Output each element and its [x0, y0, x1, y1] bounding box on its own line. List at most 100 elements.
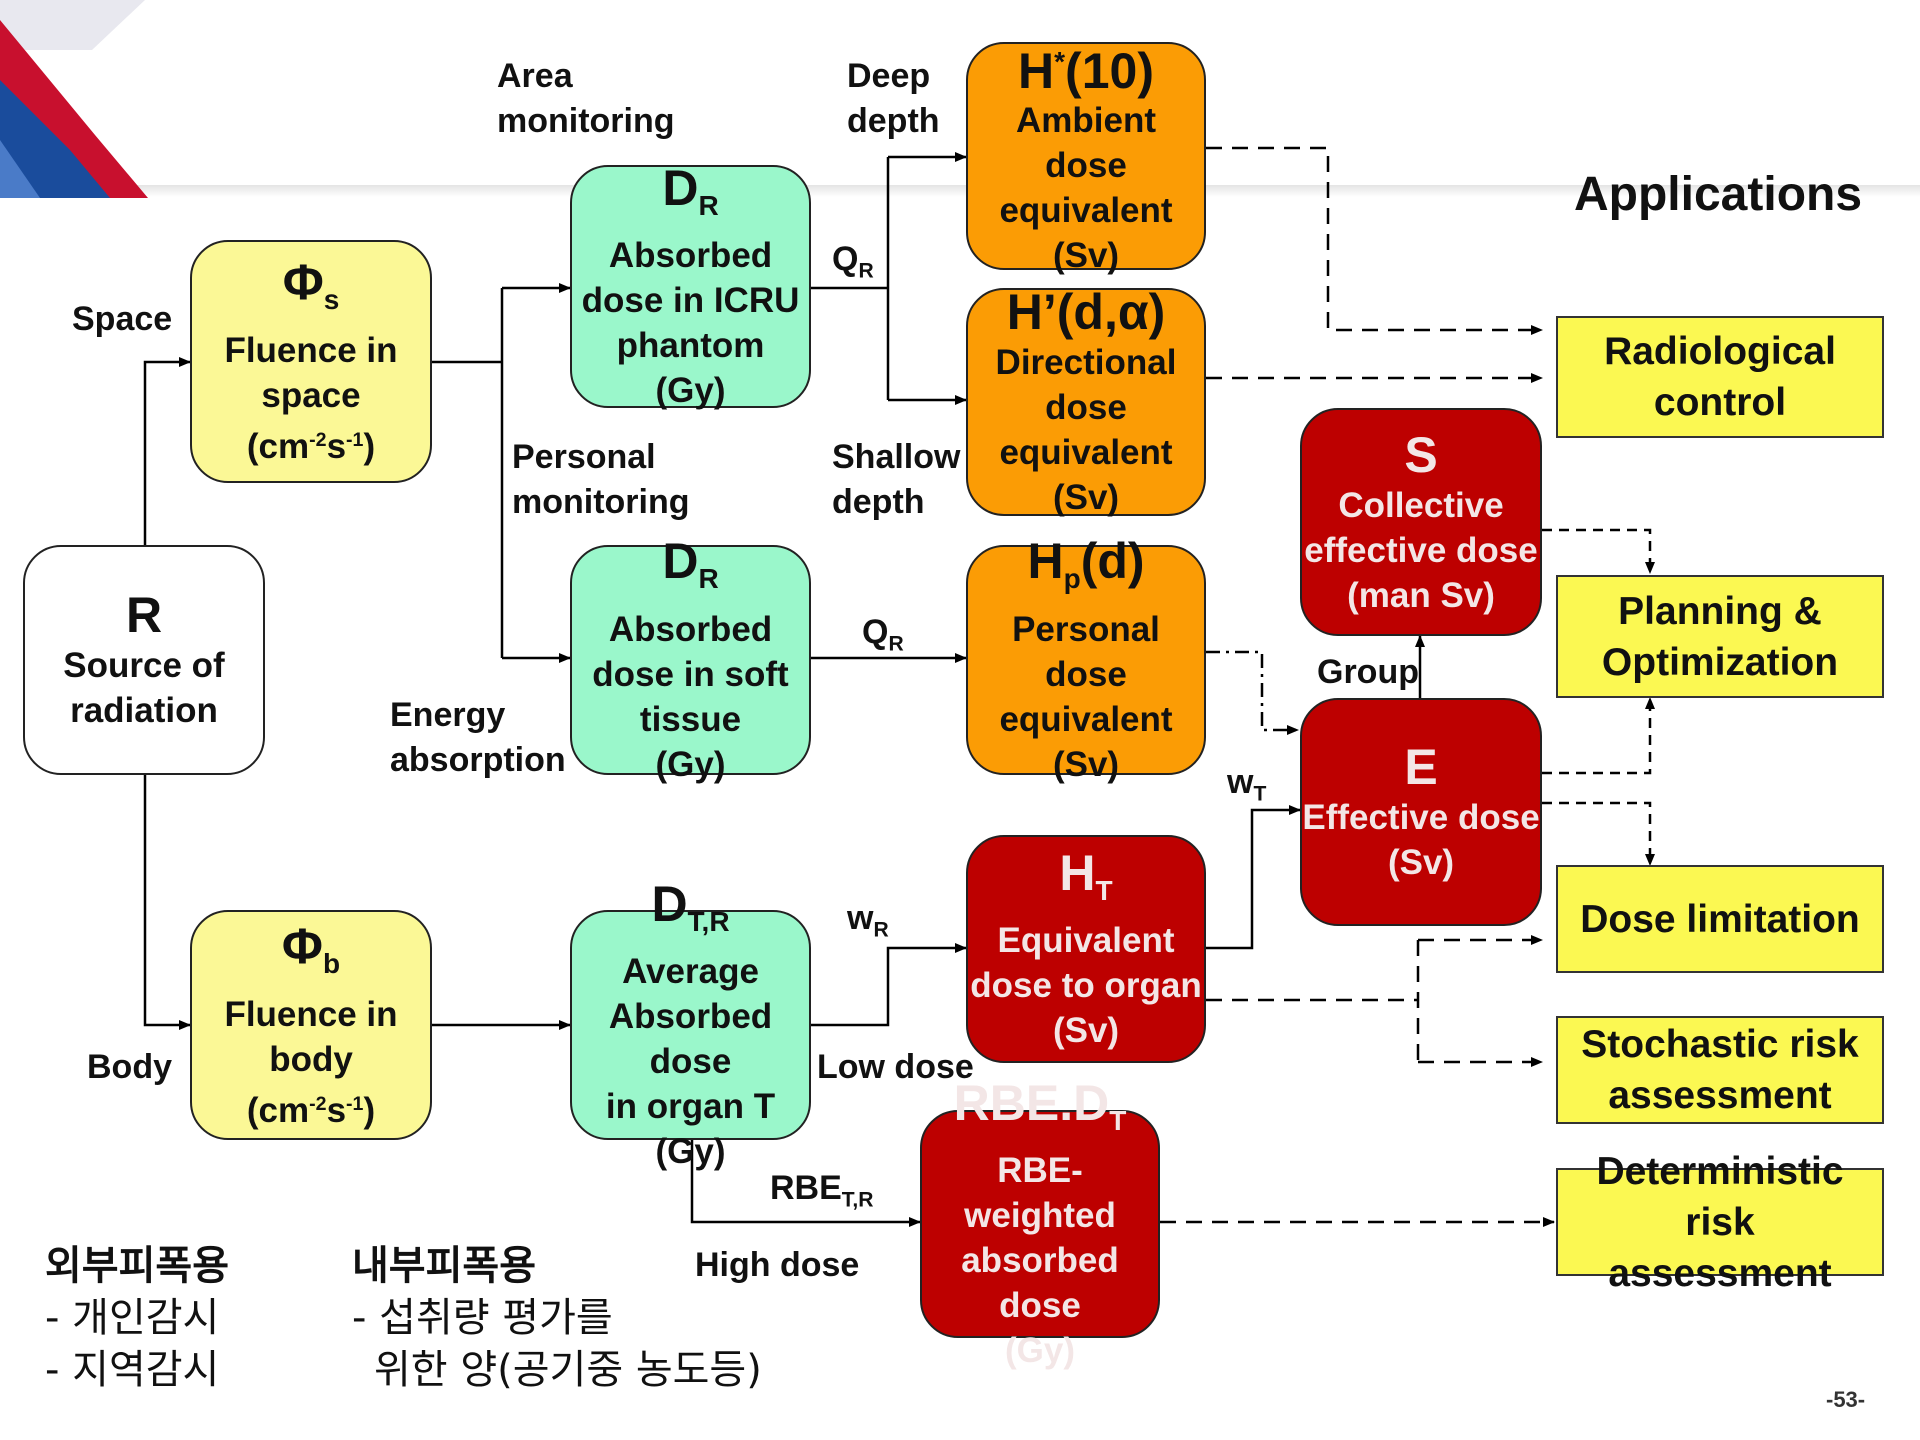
node-desc-line: absorbed dose	[961, 1241, 1119, 1326]
node-unit: (cm-2s-1)	[247, 1082, 375, 1133]
label-subscript: R	[888, 632, 904, 656]
phi-subscript: s	[323, 284, 340, 316]
label-area-monitoring: Area monitoring	[497, 54, 675, 144]
quantity-argument: (10)	[1065, 42, 1154, 99]
node-desc-line: Fluence in	[224, 994, 398, 1034]
quantity-subscript: T	[1109, 1104, 1127, 1136]
label-symbol: Q	[832, 240, 859, 278]
node-unit: (Gy)	[655, 744, 726, 784]
edge-e-to-planning	[1542, 697, 1655, 775]
node-desc-line: Fluence in	[224, 331, 398, 371]
label-energy-absorption: Energy absorption	[390, 693, 566, 783]
node-fluence-in-body: Φb Fluence in body (cm-2s-1)	[190, 910, 432, 1140]
quantity-symbol: RBE.D	[953, 1074, 1110, 1131]
node-desc-line: Ambient	[1016, 101, 1156, 141]
label-wt: wT	[1227, 760, 1266, 816]
edge-r-to-space	[143, 357, 191, 545]
node-desc-line: in organ T	[605, 1087, 776, 1127]
edge-h10-to-radiological	[1206, 146, 1543, 335]
node-rbe-weighted-absorbed-dose: RBE.DT RBE-weighted absorbed dose (Gy)	[920, 1075, 1160, 1370]
node-desc-line: Equivalent	[997, 921, 1175, 961]
node-ambient-dose-equivalent: H*(10) Ambient dose equivalent (Sv)	[966, 42, 1206, 275]
label-symbol: RBE	[770, 1169, 842, 1207]
node-average-absorbed-dose-organ: DT,R Average Absorbed dose in organ T (G…	[570, 876, 811, 1171]
label-line: Deep	[847, 57, 931, 95]
node-symbol: R	[125, 587, 163, 643]
label-subscript: T	[1253, 782, 1267, 806]
node-desc-line: dose equivalent	[999, 146, 1173, 231]
unit-part: )	[363, 426, 376, 466]
node-desc-line: Collective	[1338, 485, 1504, 525]
page-number: -53-	[1826, 1387, 1866, 1412]
edge-to-ht	[811, 943, 967, 1027]
phi-symbol: Φ	[281, 917, 323, 974]
node-absorbed-dose-icru: DR Absorbed dose in ICRU phantom (Gy)	[570, 160, 811, 410]
edge-ht-to-e	[1206, 805, 1301, 950]
quantity-subscript: T	[1095, 874, 1113, 906]
node-unit: (Sv)	[1052, 236, 1120, 276]
label-wr: wR	[847, 896, 889, 952]
app-label-line: Planning &	[1618, 589, 1822, 633]
dose-subscript: T,R	[687, 905, 730, 937]
node-unit: (man Sv)	[1347, 575, 1495, 615]
edge-to-rbe	[690, 1140, 921, 1227]
app-label-line: Dose limitation	[1580, 897, 1860, 941]
edge-hp-to-e	[1206, 650, 1299, 735]
app-label-line: Stochastic risk	[1581, 1023, 1859, 1066]
label-low-dose: Low dose	[817, 1048, 974, 1086]
unit-exponent: -1	[346, 429, 364, 452]
note-internal-exposure: 내부피폭용 - 섭취량 평가를 위한 양(공기중 농도등)	[352, 1240, 762, 1396]
node-unit: (Gy)	[655, 371, 726, 411]
label-symbol: w	[1227, 763, 1254, 801]
corner-logo	[0, 0, 1920, 198]
quantity-symbol: H	[1018, 42, 1055, 99]
label-qr-upper: QR	[832, 237, 874, 293]
node-desc-line: dose to organ	[970, 966, 1202, 1006]
note-external-exposure: 외부피폭용 - 개인감시 - 지역감시	[45, 1240, 229, 1396]
node-desc-line: dose in soft	[592, 654, 789, 694]
note-line: - 개인감시	[45, 1295, 220, 1341]
dose-subscript: R	[698, 189, 719, 221]
note-line: 위한 양(공기중 농도등)	[374, 1347, 762, 1393]
node-unit: (Gy)	[655, 1132, 726, 1172]
node-desc-line: tissue	[639, 699, 742, 739]
node-symbol: Φs	[283, 254, 340, 328]
unit-part: s	[326, 1090, 347, 1130]
node-directional-dose-equivalent: H’(d,α) Directional dose equivalent (Sv)	[966, 284, 1206, 517]
dose-symbol: D	[662, 533, 699, 590]
header-shadow	[0, 185, 1920, 197]
app-label-line: Deterministic risk	[1596, 1149, 1844, 1244]
node-source-of-radiation: R Source of radiation	[23, 545, 265, 775]
corner-grey-shape	[0, 0, 145, 50]
label-personal-monitoring: Personal monitoring	[512, 435, 690, 525]
node-personal-dose-equivalent: Hp(d) Personal dose equivalent (Sv)	[966, 533, 1206, 784]
note-line: - 지역감시	[45, 1347, 220, 1393]
quantity-argument: (d)	[1080, 533, 1145, 590]
node-symbol: H’(d,α)	[1006, 284, 1166, 340]
label-line: Energy	[390, 696, 506, 734]
node-unit: (cm-2s-1)	[247, 418, 375, 469]
node-symbol: Hp(d)	[1027, 533, 1144, 607]
label-body: Body	[87, 1048, 172, 1086]
node-desc-line: Absorbed dose	[608, 997, 773, 1082]
node-absorbed-dose-soft-tissue: DR Absorbed dose in soft tissue (Gy)	[570, 533, 811, 784]
label-line: Area	[497, 57, 573, 95]
label-line: Personal	[512, 438, 656, 476]
label-rbe-tr: RBET,R	[770, 1166, 873, 1222]
node-desc-line: Effective dose	[1302, 798, 1540, 837]
node-symbol: RBE.DT	[954, 1075, 1127, 1149]
node-unit: (Sv)	[1387, 843, 1455, 882]
node-desc-line: dose equivalent	[999, 388, 1173, 472]
app-planning-optimization: Planning & Optimization	[1556, 575, 1884, 698]
app-radiological-control: Radiological control	[1556, 316, 1884, 438]
node-symbol: DT,R	[651, 876, 729, 950]
edge-e-to-dose-limitation	[1542, 801, 1655, 866]
node-desc-line: Source of	[63, 646, 225, 685]
note-line: - 섭취량 평가를	[352, 1295, 613, 1341]
label-line: absorption	[390, 741, 566, 779]
node-unit: (Sv)	[1052, 744, 1120, 784]
node-unit: (Sv)	[1052, 478, 1120, 517]
node-unit: (Gy)	[1005, 1331, 1075, 1371]
node-desc-line: Average	[622, 952, 759, 992]
